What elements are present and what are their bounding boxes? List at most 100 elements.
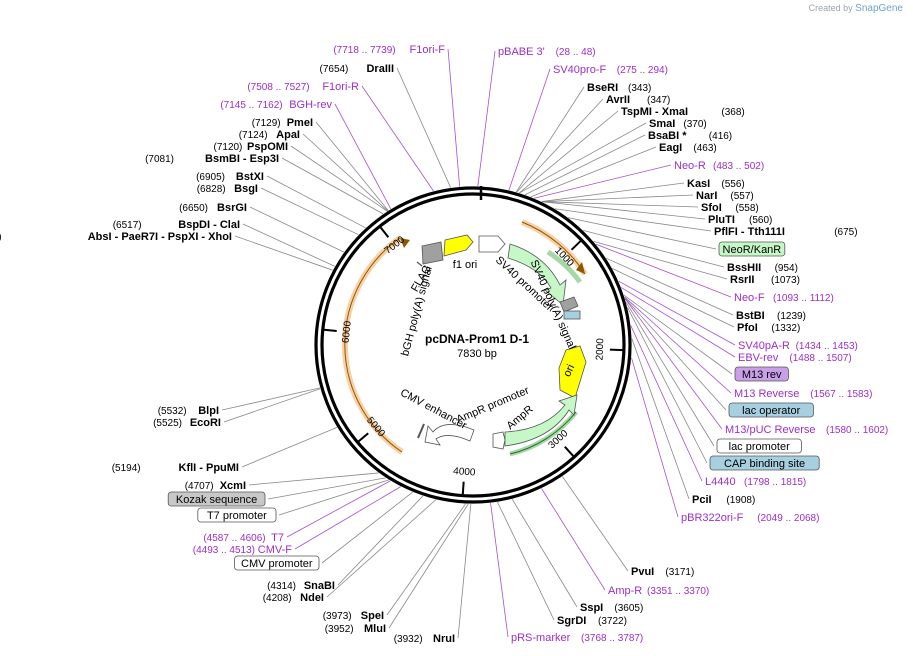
ori-arrow	[558, 345, 587, 399]
map-label-primer[interactable]: BGH-rev(7145 .. 7162)	[220, 99, 332, 111]
map-label-boxed[interactable]: NeoR/KanR	[718, 241, 786, 257]
primer-name: BGH-rev	[289, 99, 332, 111]
map-label-site[interactable]: SspI(3605)	[580, 602, 643, 614]
map-label-primer[interactable]: M13 Reverse(1567 .. 1583)	[734, 388, 872, 400]
map-label-primer[interactable]: F1ori-F(7718 .. 7739)	[333, 44, 445, 56]
callout-line	[388, 503, 469, 629]
primer-name: CMV-F	[258, 544, 293, 556]
site-name: SpeI	[361, 610, 384, 622]
watermark-prefix: Created by	[808, 3, 853, 13]
map-label-site[interactable]: BsaBI *(416)	[648, 130, 732, 142]
map-label-site[interactable]: BseRI(343)	[587, 82, 651, 94]
site-position: (368)	[721, 107, 744, 118]
lac-block	[563, 310, 581, 320]
map-label-site[interactable]: KasI(556)	[687, 178, 745, 190]
map-label-site[interactable]: SfoI(558)	[701, 202, 759, 214]
map-label-site[interactable]: PflFI - Tth111I(675)	[714, 226, 858, 238]
map-label-site[interactable]: PspOMI(7120)	[213, 141, 288, 153]
site-position: (560)	[749, 215, 772, 226]
map-label-primer[interactable]: CMV-F(4493 .. 4513)	[193, 544, 293, 556]
site-name: DraIII	[366, 63, 394, 75]
map-label-primer[interactable]: L4440(1798 .. 1815)	[705, 476, 806, 488]
sv40-pa-block	[559, 296, 579, 313]
primer-range: (1093 .. 1112)	[773, 293, 834, 304]
map-label-site[interactable]: BstBI(1239)	[736, 310, 806, 322]
callout-line	[519, 110, 619, 194]
primer-name: EBV-rev	[738, 352, 779, 364]
callout-line	[583, 229, 725, 268]
map-label-site[interactable]: NdeI(4208)	[263, 592, 324, 604]
map-label-site[interactable]: TspMI - XmaI(368)	[621, 106, 745, 118]
site-position: (557)	[730, 191, 753, 202]
site-position: (6517)	[113, 220, 142, 231]
ring-tick-mark	[356, 432, 369, 444]
map-label-primer[interactable]: SV40pA-R(1434 .. 1453)	[738, 340, 858, 352]
map-label-site[interactable]: BsrGI(6650)	[179, 202, 247, 214]
map-label-primer[interactable]: pRS-marker(3768 .. 3787)	[511, 632, 643, 644]
primer-range: (28 .. 48)	[556, 47, 596, 58]
callout-line	[621, 287, 736, 358]
map-label-site[interactable]: AbsI - PaeR7I - PspXI - XhoI(6483)	[0, 231, 232, 243]
site-name: PspOMI	[247, 141, 288, 153]
callout-line	[625, 302, 715, 447]
site-name: ApaI	[276, 129, 300, 141]
site-name: AbsI - PaeR7I - PspXI - XhoI	[88, 231, 232, 243]
map-label-primer[interactable]: M13/pUC Reverse(1580 .. 1602)	[725, 424, 888, 436]
site-name: KasI	[687, 178, 710, 190]
callout-line	[541, 201, 699, 208]
map-label-primer[interactable]: pBR322ori-F(2049 .. 2068)	[681, 512, 819, 524]
map-label-site[interactable]: EcoRI(5525)	[153, 417, 221, 429]
map-label-site[interactable]: BsmBI - Esp3I(7081)	[145, 153, 279, 165]
map-label-boxed[interactable]: Kozak sequence	[167, 491, 266, 507]
map-label-site[interactable]: BlpI(5532)	[158, 405, 219, 417]
map-label-site[interactable]: EagI(463)	[659, 142, 717, 154]
map-label-primer[interactable]: SV40pro-F(275 .. 294)	[553, 64, 668, 76]
map-label-site[interactable]: BssHII(954)	[727, 262, 798, 274]
map-label-site[interactable]: AvrII(347)	[606, 94, 670, 106]
map-label-site[interactable]: SnaBI(4314)	[267, 580, 335, 592]
map-label-site[interactable]: PmeI(7129)	[252, 117, 313, 129]
ampr-promoter-arrow	[492, 431, 506, 450]
map-label-primer[interactable]: pBABE 3'(28 .. 48)	[498, 46, 596, 58]
map-label-site[interactable]: NruI(3932)	[394, 633, 455, 645]
map-label-boxed[interactable]: lac operator	[728, 402, 814, 418]
callout-line	[249, 206, 345, 253]
map-label-site[interactable]: SgrDI(3722)	[557, 615, 627, 627]
map-label-boxed[interactable]: CMV promoter	[234, 555, 320, 571]
map-label-site[interactable]: BspDI - ClaI(6517)	[113, 219, 240, 231]
map-label-site[interactable]: BstXI(6905)	[196, 171, 264, 183]
primer-name: Neo-F	[734, 292, 765, 304]
map-label-site[interactable]: PciI(1908)	[692, 494, 755, 506]
map-label-site[interactable]: RsrII(1073)	[730, 274, 800, 286]
map-label-boxed[interactable]: T7 promoter	[197, 507, 277, 523]
map-label-site[interactable]: PvuI(3171)	[631, 566, 694, 578]
map-label-primer[interactable]: Neo-R(483 .. 502)	[674, 160, 764, 172]
map-label-site[interactable]: SmaI(370)	[649, 118, 707, 130]
map-label-site[interactable]: PfoI(1332)	[737, 322, 800, 334]
ring-tick-mark	[378, 225, 390, 238]
neo-arrowhead	[576, 262, 585, 274]
map-label-primer[interactable]: Amp-R(3351 .. 3370)	[608, 585, 709, 597]
map-label-site[interactable]: MluI(3952)	[325, 623, 386, 635]
feature-box-label: lac operator	[742, 405, 800, 417]
cmv-enhancer-arrow	[424, 424, 475, 446]
map-label-site[interactable]: XcmI(4707)	[185, 480, 246, 492]
map-label-boxed[interactable]: M13 rev	[734, 366, 789, 382]
map-label-site[interactable]: BsgI(6828)	[197, 183, 258, 195]
map-label-primer[interactable]: T7(4587 .. 4606)	[203, 532, 284, 544]
map-label-site[interactable]: PluTI(560)	[708, 214, 772, 226]
feature-box-label: T7 promoter	[207, 510, 267, 522]
map-label-boxed[interactable]: CAP binding site	[709, 455, 820, 471]
map-label-site[interactable]: NarI(557)	[696, 190, 754, 202]
map-label-site[interactable]: KflI - PpuMI(5194)	[112, 462, 239, 474]
map-label-site[interactable]: DraIII(7654)	[319, 63, 394, 75]
map-label-primer[interactable]: EBV-rev(1488 .. 1507)	[738, 352, 852, 364]
map-label-site[interactable]: SpeI(3973)	[323, 610, 384, 622]
map-label-boxed[interactable]: lac promoter	[716, 438, 802, 454]
site-position: (1073)	[771, 275, 800, 286]
primer-range: (4493 .. 4513)	[193, 545, 255, 556]
map-label-primer[interactable]: F1ori-R(7508 .. 7527)	[247, 81, 359, 93]
map-label-site[interactable]: ApaI(7124)	[239, 129, 300, 141]
map-label-primer[interactable]: Neo-F (1093 .. 1112)	[734, 292, 834, 304]
site-position: (7129)	[252, 118, 281, 129]
